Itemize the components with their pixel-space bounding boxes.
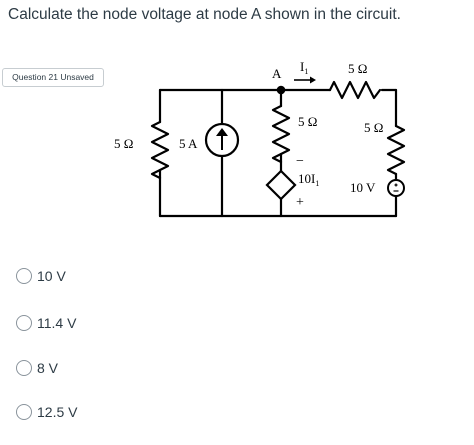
radio-button[interactable]	[16, 404, 32, 420]
radio-button[interactable]	[16, 360, 32, 376]
answer-option-1[interactable]: 10 V	[16, 265, 66, 287]
dependent-plus-label: +	[296, 195, 304, 210]
resistor-top-label: 5 Ω	[348, 61, 367, 76]
radio-button[interactable]	[16, 268, 32, 284]
radio-button[interactable]	[16, 315, 32, 331]
answer-label: 11.4 V	[37, 315, 77, 331]
current-label: I1	[300, 59, 308, 76]
resistor-right-label: 5 Ω	[364, 120, 383, 135]
current-arrow-icon	[294, 76, 316, 84]
node-a-dot	[276, 85, 286, 95]
current-source-label: 5 A	[179, 136, 198, 151]
dependent-source-icon	[265, 169, 297, 201]
circuit-diagram: A I1 5 Ω 5 Ω 5 A 5 Ω 5 Ω − 10I1 + 10 V	[100, 40, 440, 230]
answer-label: 10 V	[37, 268, 66, 284]
answer-option-3[interactable]: 8 V	[16, 357, 58, 379]
question-text: Calculate the node voltage at node A sho…	[8, 6, 401, 23]
question-status-badge: Question 21 Unsaved	[2, 68, 104, 87]
voltage-source-icon	[387, 179, 405, 197]
dependent-source-label: 10I1	[298, 171, 319, 188]
current-source-icon	[204, 122, 240, 158]
answer-option-2[interactable]: 11.4 V	[16, 312, 76, 334]
node-label: A	[272, 66, 282, 81]
voltage-source-label: 10 V	[350, 180, 376, 195]
answer-label: 12.5 V	[37, 404, 78, 420]
answer-label: 8 V	[37, 360, 59, 376]
answer-option-4[interactable]: 12.5 V	[16, 401, 77, 423]
resistor-left-label: 5 Ω	[114, 136, 133, 151]
dependent-minus-label: −	[296, 154, 304, 169]
resistor-mid-label: 5 Ω	[298, 114, 317, 129]
